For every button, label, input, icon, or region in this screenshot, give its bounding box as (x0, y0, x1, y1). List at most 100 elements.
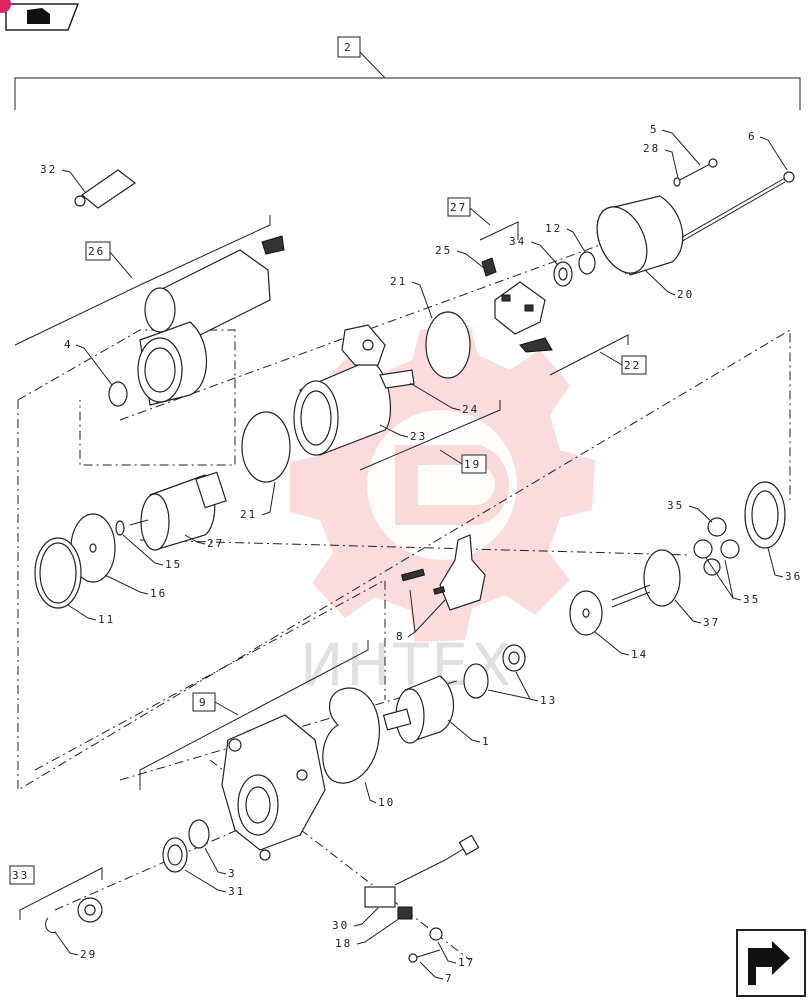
callout-15: 15 (122, 534, 182, 571)
callout-21-upper: 21 (390, 275, 433, 319)
svg-text:27: 27 (207, 537, 224, 550)
pinion-part (45, 897, 103, 934)
brush-holder-part (481, 257, 553, 353)
bracket-33 (19, 867, 103, 920)
callout-37: 37 (674, 599, 720, 629)
svg-text:22: 22 (624, 359, 641, 372)
assembly-bracket: 2 (14, 36, 801, 110)
callout-17: 17 (437, 941, 475, 969)
callout-19: 19 (439, 449, 487, 474)
svg-text:24: 24 (462, 403, 479, 416)
svg-text:25: 25 (435, 244, 452, 257)
svg-text:31: 31 (228, 885, 245, 898)
washer-13-part (463, 644, 526, 699)
callout-9: 9 (192, 692, 239, 716)
svg-text:18: 18 (335, 937, 352, 950)
callout-24: 24 (409, 382, 479, 416)
callout-4: 4 (64, 338, 113, 386)
gasket-part (322, 687, 380, 784)
o-ring-21-upper-part (425, 311, 471, 379)
callout-36: 36 (767, 547, 802, 583)
svg-text:36: 36 (785, 570, 802, 583)
svg-text:35: 35 (667, 499, 684, 512)
svg-text:15: 15 (165, 558, 182, 571)
callout-5: 5 (650, 123, 701, 166)
callout-27-armature: 27 (184, 534, 224, 550)
svg-text:32: 32 (40, 163, 57, 176)
callout-33: 33 (9, 865, 35, 885)
callout-12: 12 (545, 222, 586, 253)
label-2: 2 (344, 41, 353, 54)
svg-text:16: 16 (150, 587, 167, 600)
book-arrow-icon (27, 8, 50, 24)
next-page-button[interactable] (736, 929, 806, 997)
svg-text:1: 1 (482, 735, 491, 748)
bracket-19 (359, 400, 501, 471)
svg-text:35: 35 (743, 593, 760, 606)
svg-text:8: 8 (396, 630, 405, 643)
svg-text:21: 21 (390, 275, 407, 288)
bracket-26 (14, 215, 271, 346)
svg-text:29: 29 (80, 948, 97, 961)
svg-text:5: 5 (650, 123, 659, 136)
armature-part (129, 471, 227, 551)
cable-connector-part (364, 834, 480, 908)
callout-26: 26 (85, 241, 133, 279)
bearing-part (553, 261, 573, 287)
callout-21-lower: 21 (240, 481, 276, 521)
svg-text:26: 26 (88, 245, 105, 258)
svg-text:28: 28 (643, 142, 660, 155)
callout-23: 23 (379, 424, 425, 443)
callout-35-lower: 35 (705, 557, 760, 606)
bushing-part (188, 819, 210, 849)
yoke-frame-part (293, 324, 415, 456)
svg-text:20: 20 (677, 288, 694, 301)
svg-text:34: 34 (509, 235, 526, 248)
callout-14: 14 (594, 631, 646, 661)
shift-lever-part (400, 534, 486, 611)
svg-text:9: 9 (199, 696, 208, 709)
callout-22: 22 (599, 351, 647, 375)
ring-4-part (108, 381, 128, 407)
bracket-9 (139, 640, 369, 790)
callout-11: 11 (67, 604, 115, 626)
callout-27-kit: 27 (447, 197, 491, 226)
motor-housing-part (137, 235, 285, 406)
svg-text:6: 6 (748, 130, 757, 143)
callout-25: 25 (435, 244, 485, 269)
planet-shaft-part (611, 549, 681, 608)
notification-badge (0, 0, 11, 13)
svg-text:37: 37 (703, 616, 720, 629)
callout-16: 16 (104, 574, 167, 600)
ring-gear-part (744, 481, 786, 549)
o-ring-21-lower-part (241, 411, 291, 483)
callout-7: 7 (419, 961, 452, 985)
planet-gears-part (693, 517, 740, 576)
callout-31: 31 (184, 869, 245, 898)
callout-28: 28 (643, 142, 679, 179)
svg-text:4: 4 (64, 338, 73, 351)
callout-20: 20 (644, 269, 694, 301)
drive-housing-part (221, 714, 326, 861)
callout-8: 8 (396, 589, 446, 643)
svg-text:12: 12 (545, 222, 562, 235)
grease-tube-part (74, 169, 137, 209)
callout-6: 6 (748, 130, 788, 171)
clutch-part (382, 675, 454, 744)
top-nav-button[interactable] (0, 0, 80, 31)
callout-34: 34 (509, 235, 559, 266)
svg-text:17: 17 (458, 956, 475, 969)
washer-14-part (569, 590, 603, 636)
svg-text:11: 11 (98, 613, 115, 626)
svg-text:10: 10 (378, 796, 395, 809)
terminal-screw-part (408, 927, 443, 963)
bracket-27-kit (479, 221, 519, 241)
washer-15-part (115, 520, 125, 536)
callout-13: 13 (487, 671, 555, 707)
svg-text:3: 3 (228, 867, 237, 880)
callout-30: 30 (332, 907, 379, 932)
callout-1: 1 (447, 719, 491, 748)
bracket-22 (549, 334, 629, 376)
label-box-2 (337, 36, 361, 58)
